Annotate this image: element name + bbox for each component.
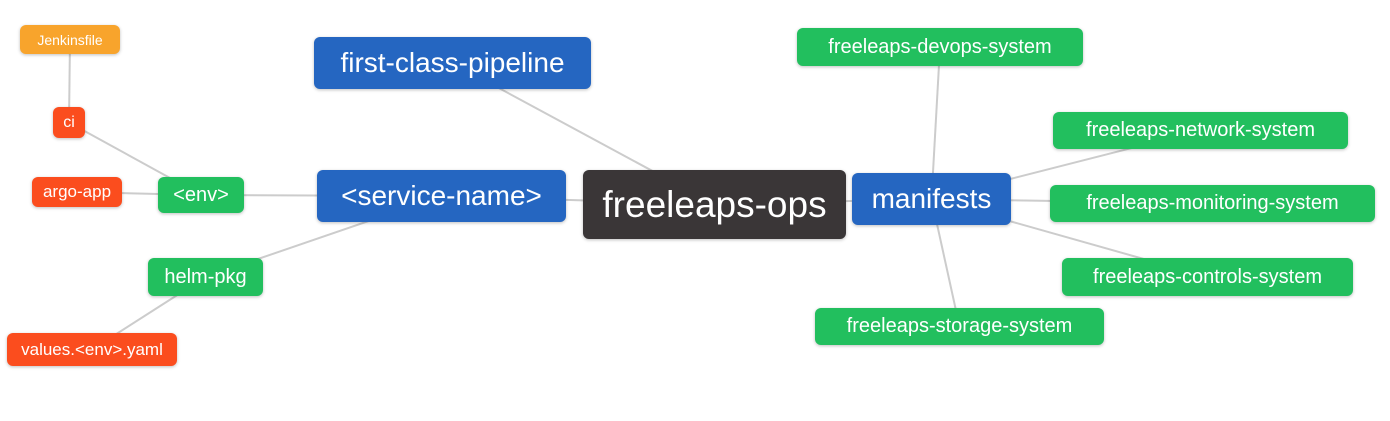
node-freeleaps-controls-system[interactable]: freeleaps-controls-system [1062, 258, 1353, 296]
node-freeleaps-storage-system[interactable]: freeleaps-storage-system [815, 308, 1104, 345]
node-env[interactable]: <env> [158, 177, 244, 213]
node-manifests[interactable]: manifests [852, 173, 1011, 225]
node-jenkinsfile[interactable]: Jenkinsfile [20, 25, 120, 54]
node-freeleaps-network-system[interactable]: freeleaps-network-system [1053, 112, 1348, 149]
node-freeleaps-ops[interactable]: freeleaps-ops [583, 170, 846, 239]
node-first-class-pipeline[interactable]: first-class-pipeline [314, 37, 591, 89]
node-argo-app[interactable]: argo-app [32, 177, 122, 207]
node-service-name[interactable]: <service-name> [317, 170, 566, 222]
node-freeleaps-devops-system[interactable]: freeleaps-devops-system [797, 28, 1083, 66]
node-helm-pkg[interactable]: helm-pkg [148, 258, 263, 296]
node-freeleaps-monitoring-system[interactable]: freeleaps-monitoring-system [1050, 185, 1375, 222]
node-values-env-yaml[interactable]: values.<env>.yaml [7, 333, 177, 366]
node-ci[interactable]: ci [53, 107, 85, 138]
